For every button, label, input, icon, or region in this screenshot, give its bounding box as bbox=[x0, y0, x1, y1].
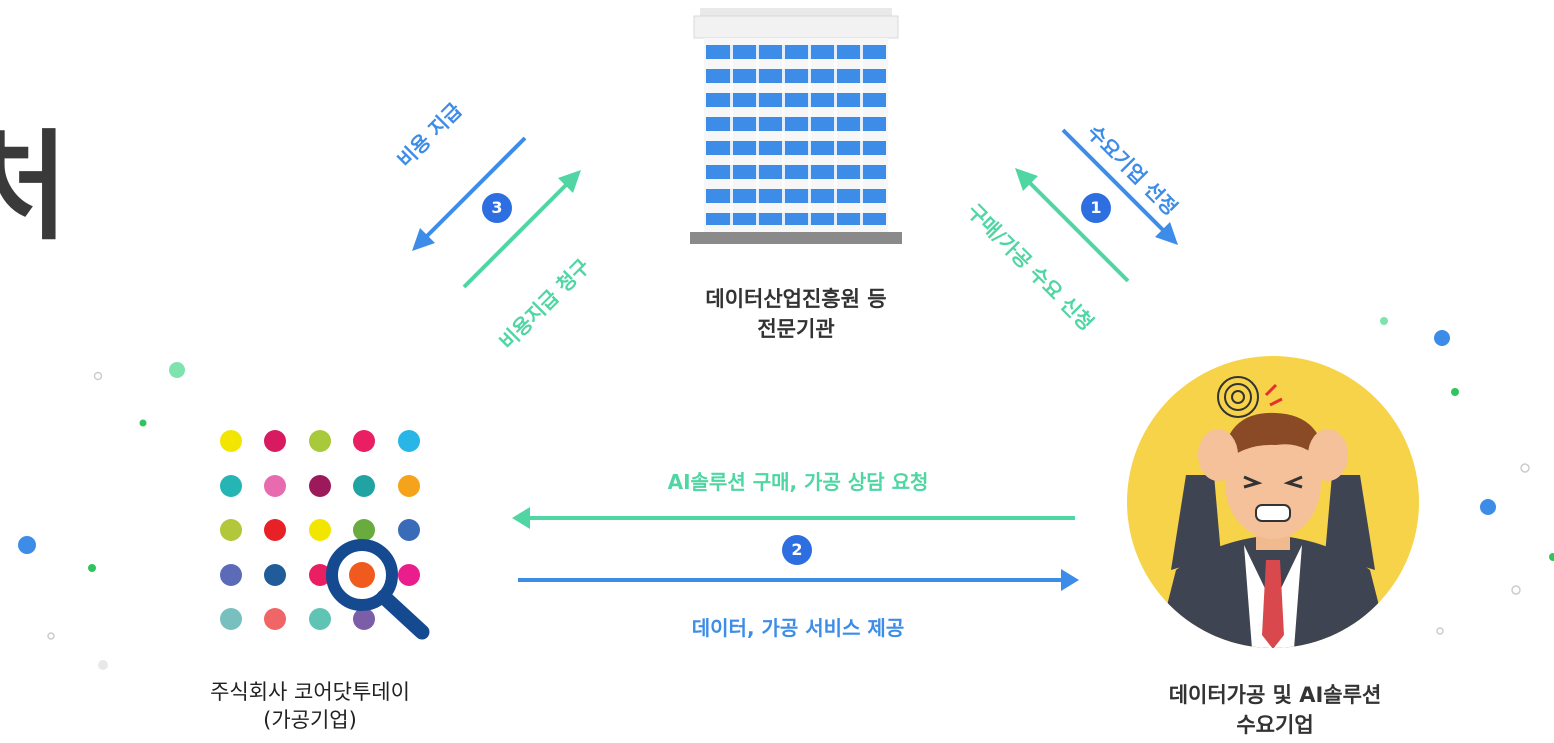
data-search-icon bbox=[220, 430, 430, 640]
step2-badge: 2 bbox=[782, 535, 812, 565]
demand-company-role: 수요기업 bbox=[1236, 713, 1314, 737]
company-role: (가공기업) bbox=[263, 708, 357, 732]
demand-company-label: 데이터가공 및 AI솔루션 수요기업 bbox=[1110, 680, 1440, 740]
company-name: 주식회사 코어닷투데이 bbox=[210, 680, 410, 704]
building-icon bbox=[690, 8, 902, 244]
agency-type: 전문기관 bbox=[757, 317, 835, 341]
demand-company-name: 데이터가공 및 AI솔루션 bbox=[1168, 683, 1382, 707]
step1-badge: 1 bbox=[1081, 193, 1111, 223]
company-label: 주식회사 코어닷투데이 (가공기업) bbox=[160, 678, 460, 734]
step2-lower-label: 데이터, 가공 서비스 제공 bbox=[691, 616, 905, 640]
agency-name: 데이터산업진흥원 등 bbox=[705, 287, 887, 311]
step2-upper-label: AI솔루션 구매, 가공 상담 요청 bbox=[667, 470, 929, 494]
stressed-person-icon bbox=[1127, 356, 1419, 648]
agency-label: 데이터산업진흥원 등 전문기관 bbox=[640, 284, 952, 344]
step3-badge: 3 bbox=[482, 193, 512, 223]
page-title-fragment: 처 bbox=[0, 118, 69, 256]
